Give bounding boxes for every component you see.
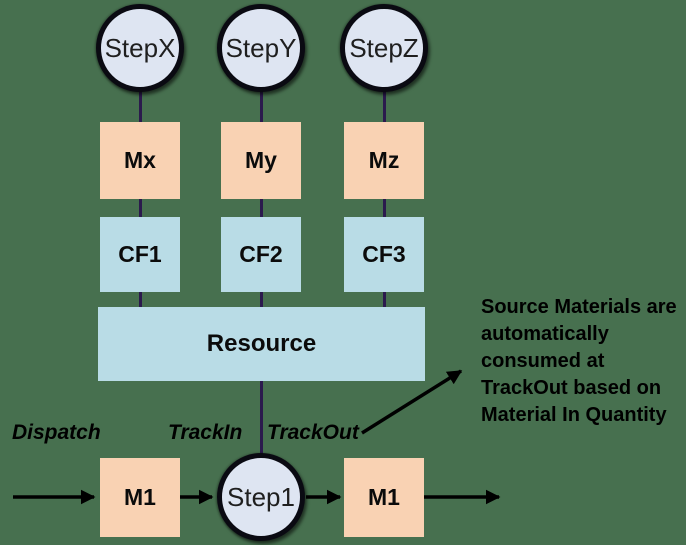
dispatch-label: Dispatch <box>12 421 101 444</box>
annotation-arrow <box>361 369 463 435</box>
cf1-label: CF1 <box>118 241 162 267</box>
stepz-label: StepZ <box>349 32 419 63</box>
trackout-label: TrackOut <box>267 421 359 444</box>
step1-label: Step1 <box>227 481 295 512</box>
annotation-line: Material In Quantity <box>481 404 667 426</box>
mx-label: Mx <box>124 147 156 173</box>
output-m1-label: M1 <box>368 484 400 510</box>
purple-connectors <box>139 89 386 455</box>
trackin-label: TrackIn <box>168 421 243 444</box>
stepy-label: StepY <box>225 32 297 63</box>
cf3-label: CF3 <box>362 241 406 267</box>
stepx-circle: StepX <box>96 4 184 92</box>
cf1-box: CF1 <box>100 217 180 292</box>
flow-arrows <box>13 369 501 505</box>
resource-label: Resource <box>206 330 317 357</box>
my-label: My <box>245 147 277 173</box>
mz-label: Mz <box>368 147 400 173</box>
annotation-line: Source Materials are <box>481 296 677 318</box>
input-m1-box: M1 <box>100 458 180 537</box>
resource-box: Resource <box>98 307 425 381</box>
cf2-label: CF2 <box>239 241 283 267</box>
annotation-line: automatically <box>481 323 609 345</box>
my-box: My <box>221 122 301 199</box>
stepz-circle: StepZ <box>340 4 428 92</box>
cf2-box: CF2 <box>221 217 301 292</box>
stepx-label: StepX <box>104 32 176 63</box>
annotation-line: TrackOut based on <box>481 377 662 399</box>
step1-circle: Step1 <box>217 453 305 541</box>
annotation-text: Source Materials are automatically consu… <box>481 294 686 429</box>
input-m1-label: M1 <box>124 484 156 510</box>
output-m1-box: M1 <box>344 458 424 537</box>
cf3-box: CF3 <box>344 217 424 292</box>
stepy-circle: StepY <box>217 4 305 92</box>
mz-box: Mz <box>344 122 424 199</box>
annotation-line: consumed at <box>481 350 605 372</box>
mx-box: Mx <box>100 122 180 199</box>
